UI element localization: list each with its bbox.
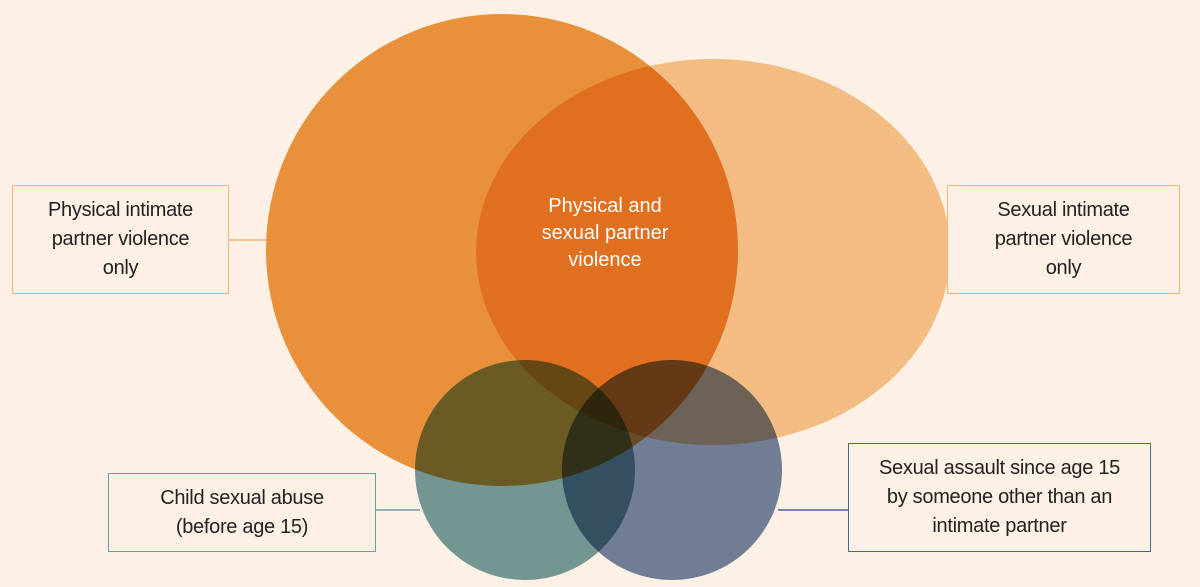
overlap-label: Physical and sexual partner violence: [541, 195, 669, 271]
non-partner-assault-label: Sexual assault since age 15 by someone o…: [848, 443, 1151, 552]
sexual-ipv-label: Sexual intimate partner violence only: [947, 185, 1180, 294]
physical-ipv-label: Physical intimate partner violence only: [12, 185, 229, 294]
child-abuse-label: Child sexual abuse (before age 15): [108, 473, 376, 552]
overlap-region: [476, 59, 738, 445]
non-partner-assault-circle: [562, 360, 782, 580]
